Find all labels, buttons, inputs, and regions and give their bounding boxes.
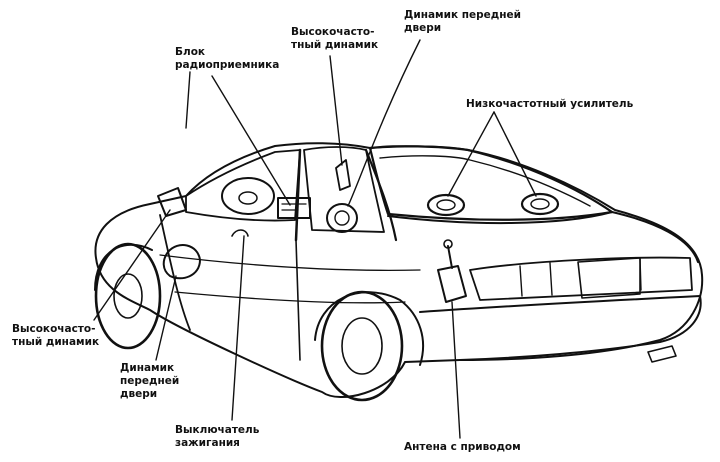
leader-tweeter-top (329, 55, 343, 166)
subwoofer-right (520, 192, 560, 216)
front-wheel-hub (113, 273, 143, 319)
exhaust-pipe (647, 345, 677, 363)
license-plate (577, 257, 641, 299)
label-tweeter-left: Высокочасто- тный динамик (12, 323, 100, 348)
tweeter-top (335, 159, 351, 191)
rear-wheel (320, 290, 404, 402)
antenna-mast (447, 245, 453, 269)
antenna-motor (437, 265, 467, 303)
label-front-door-speaker-left: Динамик передней двери (120, 362, 180, 400)
leader-tweeter-left (93, 209, 171, 321)
trunk-lid (387, 211, 699, 263)
label-front-door-speaker-top: Динамик передней двери (404, 9, 521, 34)
subwoofer-right-cone (530, 198, 550, 210)
subwoofer-left (426, 193, 466, 217)
front-door-line (159, 214, 191, 331)
leader-antenna (451, 301, 461, 439)
rear-wheel-hub (341, 317, 383, 375)
radio-unit (277, 197, 311, 219)
c-pillar (364, 148, 398, 242)
leader-radio (211, 75, 291, 206)
leader-subwoofer-right (493, 111, 537, 197)
front-door-speaker-top-cone (334, 210, 350, 226)
leader-radio-2 (185, 71, 191, 129)
steering-hub (238, 191, 258, 205)
antenna-top (443, 239, 453, 249)
label-ignition-switch: Выключатель зажигания (175, 424, 260, 449)
label-tweeter-top: Высокочасто- тный динамик (291, 26, 379, 51)
label-subwoofer: Низкочастотный усилитель (466, 98, 634, 110)
b-pillar (294, 148, 302, 242)
door-divider (295, 239, 301, 361)
ignition-switch (231, 229, 249, 237)
label-antenna: Антена с приводом (404, 441, 521, 453)
tail-lights (469, 256, 693, 301)
leader-front-door-top (347, 39, 421, 207)
leader-ignition (231, 235, 245, 421)
front-window (185, 149, 301, 222)
leader-lines (93, 39, 537, 439)
body-side-line (159, 254, 421, 271)
rear-bumper (419, 295, 702, 361)
front-door-speaker-left (162, 244, 201, 280)
rear-window-inner (379, 155, 591, 207)
subwoofer-left-cone (436, 199, 456, 211)
front-wheel-arch (94, 243, 153, 291)
label-radio-unit: Блок радиоприемника (175, 46, 280, 71)
radio-unit-detail (281, 203, 307, 211)
mirror-tweeter (157, 187, 187, 217)
rear-wheel-arch (314, 291, 425, 366)
body-side-line-2 (174, 291, 406, 304)
front-door-speaker-top (326, 203, 358, 233)
steering-wheel (221, 177, 275, 215)
front-wheel (94, 242, 162, 350)
leader-front-door-left (155, 275, 177, 361)
rear-window (368, 145, 614, 221)
leader-subwoofer-left (447, 111, 495, 197)
